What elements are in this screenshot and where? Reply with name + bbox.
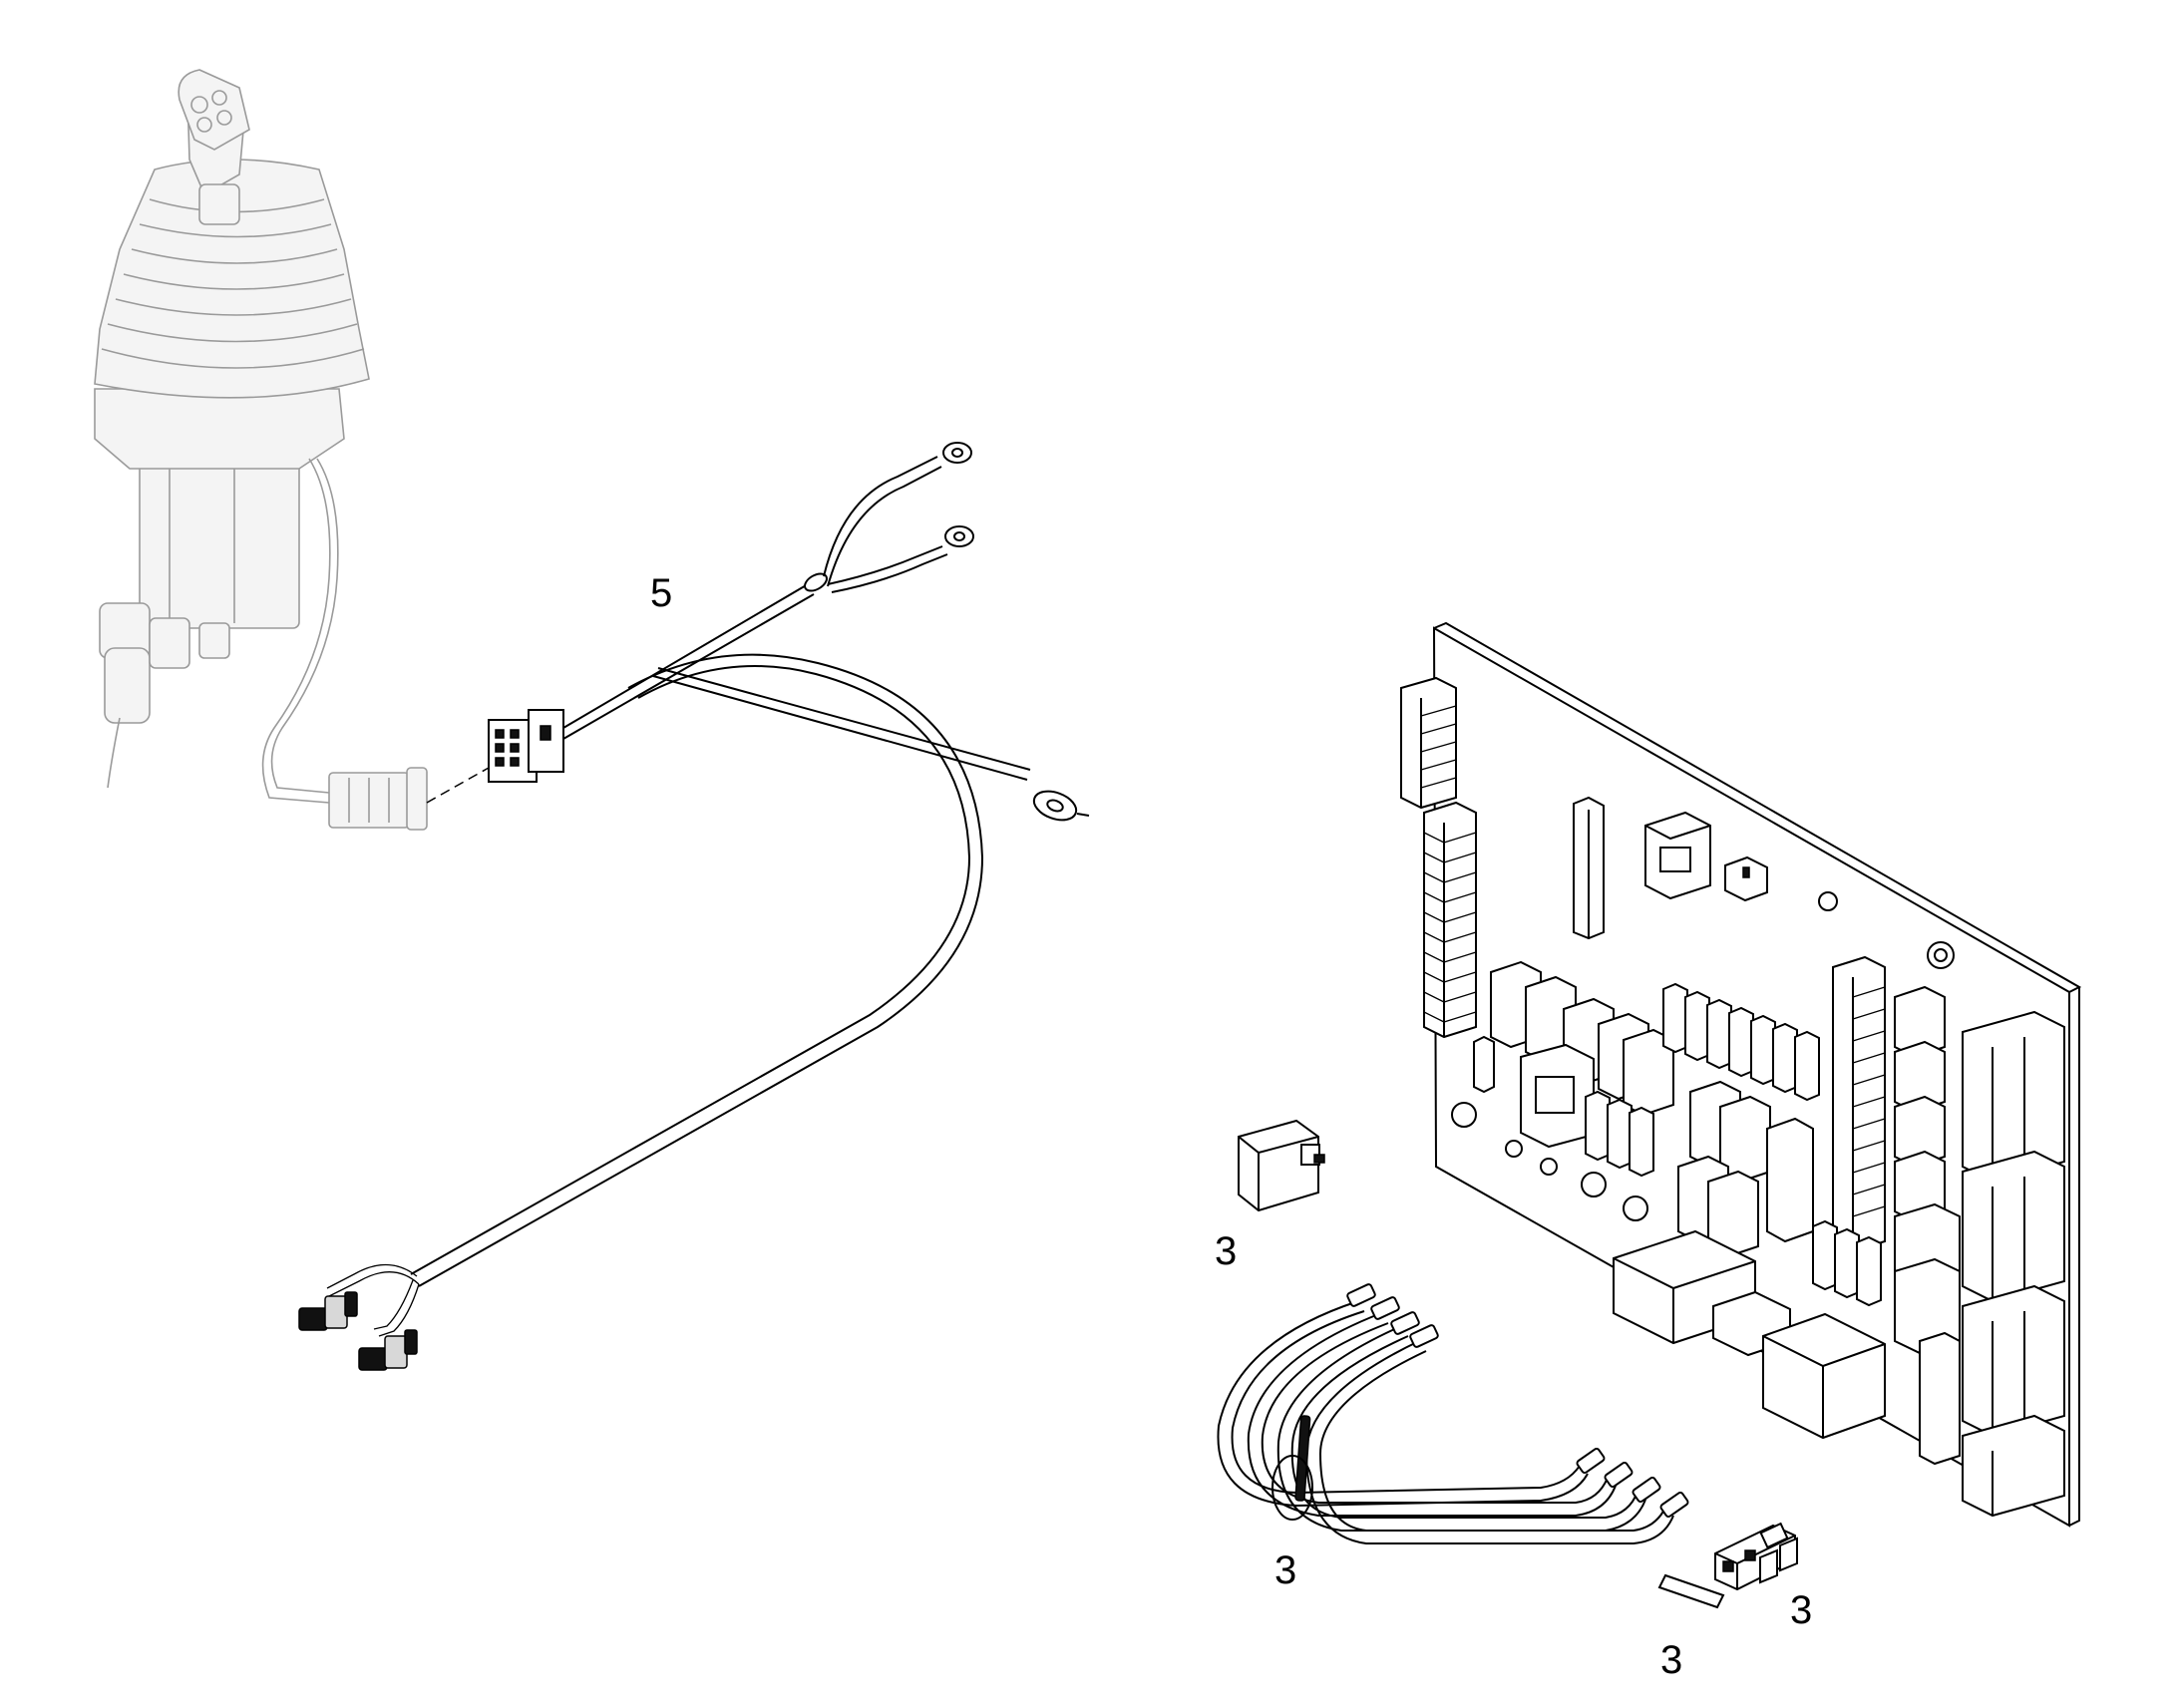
callout-fuse: 3	[1790, 1588, 1812, 1632]
terminal-block	[1962, 1010, 2065, 1518]
callout-label-strip: 3	[1660, 1638, 1682, 1682]
ring-terminal	[942, 442, 972, 464]
callout-relay: 3	[1215, 1229, 1237, 1273]
connection-line	[426, 767, 490, 804]
callout-wire-set: 3	[1274, 1548, 1296, 1592]
sensor-connector	[358, 1329, 418, 1371]
callout-harness: 5	[650, 571, 672, 615]
board-connector	[1613, 1229, 1886, 1440]
joystick-assembly	[94, 69, 428, 831]
wire-set	[1217, 1283, 1689, 1544]
relay-cluster	[1490, 960, 1674, 1149]
label-strip	[1657, 1573, 1725, 1609]
relay	[1238, 1119, 1325, 1212]
mini-fuse-row	[1585, 982, 1820, 1178]
blade-fuse	[1714, 1522, 1798, 1591]
terminal-block	[1400, 676, 1457, 810]
ring-terminal	[944, 525, 974, 547]
wiring-harness	[298, 442, 1090, 1371]
harness-connector	[488, 709, 564, 783]
fuse-strip	[1423, 801, 1477, 1039]
relay-socket	[1644, 811, 1711, 900]
sensor-connector	[298, 1291, 358, 1331]
relay-column	[1894, 985, 1961, 1355]
cable-tie	[1272, 1415, 1313, 1521]
circuit-board	[1400, 621, 2082, 1528]
ring-terminal	[1032, 790, 1090, 822]
joystick-connector	[328, 767, 428, 831]
fuse-strip	[1832, 955, 1886, 1253]
